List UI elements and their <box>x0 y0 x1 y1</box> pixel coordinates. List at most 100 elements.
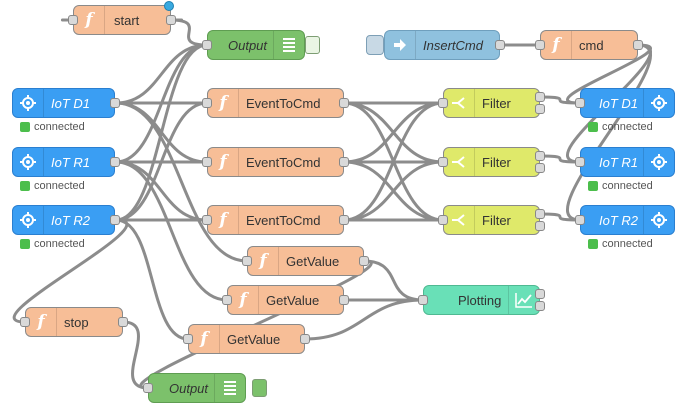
stop-node[interactable]: f stop <box>20 307 128 337</box>
wire[interactable] <box>539 212 581 222</box>
event1-input-port[interactable] <box>202 98 212 108</box>
output-top-input-port[interactable] <box>202 40 212 50</box>
iot-r2-in-output-port[interactable] <box>110 215 120 225</box>
status-connected-dot <box>588 181 598 191</box>
function-icon: f <box>74 6 105 34</box>
wire[interactable] <box>115 43 208 164</box>
iot-r2-in-node[interactable]: IoT R2 <box>12 205 120 235</box>
getvalue1-input-port[interactable] <box>242 256 252 266</box>
iot-d1-in-node[interactable]: IoT D1 <box>12 88 120 118</box>
iot-r2-out-input-port[interactable] <box>575 215 585 225</box>
getvalue3-input-port[interactable] <box>183 334 193 344</box>
stop-output-port[interactable] <box>118 317 128 327</box>
iot-r1-out-node[interactable]: IoT R1 <box>575 147 675 177</box>
wire[interactable] <box>12 218 129 324</box>
wire[interactable] <box>304 298 424 341</box>
function-icon: f <box>26 308 57 336</box>
event-to-cmd-node-1[interactable]: f EventToCmd <box>202 88 349 118</box>
filter2-output-port-2[interactable] <box>535 163 545 173</box>
switch-icon <box>444 89 475 117</box>
event2-output-port[interactable] <box>339 157 349 167</box>
filter1-output-port-1[interactable] <box>535 92 545 102</box>
wire[interactable] <box>122 320 149 390</box>
inject-arrow-icon <box>385 31 416 59</box>
filter3-input-port[interactable] <box>438 215 448 225</box>
start-input-port[interactable] <box>68 15 78 25</box>
cmd-function-node[interactable]: f cmd <box>535 30 643 60</box>
cmd-input-port[interactable] <box>535 40 545 50</box>
filter2-label: Filter <box>482 154 511 170</box>
wire[interactable] <box>363 259 424 302</box>
iot-r1-out-input-port[interactable] <box>575 157 585 167</box>
status-connected-dot <box>588 239 598 249</box>
output-bottom-input-port[interactable] <box>143 383 153 393</box>
wire[interactable] <box>115 218 189 341</box>
event2-input-port[interactable] <box>202 157 212 167</box>
output-top-toggle-button[interactable] <box>305 36 320 54</box>
filter1-input-port[interactable] <box>438 98 448 108</box>
inject-button[interactable] <box>366 35 384 55</box>
getvalue2-output-port[interactable] <box>339 295 349 305</box>
wire[interactable] <box>539 154 581 164</box>
stop-input-port[interactable] <box>20 317 30 327</box>
filter2-output-port-1[interactable] <box>535 151 545 161</box>
wire[interactable] <box>115 43 208 222</box>
getvalue2-input-port[interactable] <box>222 295 232 305</box>
get-value-node-2[interactable]: f GetValue <box>222 285 349 315</box>
plotting-label: Plotting <box>458 292 502 308</box>
event1-output-port[interactable] <box>339 98 349 108</box>
wire[interactable] <box>115 101 248 263</box>
event3-output-port[interactable] <box>339 215 349 225</box>
iot-d1-out-node[interactable]: IoT D1 <box>575 88 675 118</box>
iot-r1-in-node[interactable]: IoT R1 <box>12 147 120 177</box>
event-to-cmd-node-2[interactable]: f EventToCmd <box>202 147 349 177</box>
start-output-port[interactable] <box>166 15 176 25</box>
start-node[interactable]: f start <box>68 1 176 35</box>
insert-cmd-output-port[interactable] <box>495 40 505 50</box>
iot-d1-in-output-port[interactable] <box>110 98 120 108</box>
iot-r2-out-node[interactable]: IoT R2 <box>575 205 675 235</box>
output-debug-node-bottom[interactable]: Output <box>143 373 246 403</box>
iot-d1-out-input-port[interactable] <box>575 98 585 108</box>
status-text: connected <box>34 180 85 192</box>
get-value-node-1[interactable]: f GetValue <box>242 246 369 276</box>
plotting-chart-node[interactable]: Plotting <box>418 285 545 315</box>
cmd-output-port[interactable] <box>633 40 643 50</box>
getvalue1-output-port[interactable] <box>359 256 369 266</box>
iot-r1-in-label: IoT R1 <box>51 154 91 170</box>
plotting-output-port-2[interactable] <box>535 301 545 311</box>
getvalue3-output-port[interactable] <box>300 334 310 344</box>
iot-r1-in-output-port[interactable] <box>110 157 120 167</box>
wire[interactable] <box>343 101 444 164</box>
iot-r1-in-status: connected <box>20 180 85 192</box>
get-value-node-3[interactable]: f GetValue <box>183 324 310 354</box>
filter2-input-port[interactable] <box>438 157 448 167</box>
wire[interactable] <box>343 101 444 222</box>
event-to-cmd-node-3[interactable]: f EventToCmd <box>202 205 349 235</box>
debug-list-icon <box>214 374 245 402</box>
status-text: connected <box>602 180 653 192</box>
filter1-output-port-2[interactable] <box>535 104 545 114</box>
wire[interactable] <box>343 160 444 222</box>
wire[interactable] <box>115 101 208 222</box>
output-debug-node-top[interactable]: Output <box>202 30 305 60</box>
filter3-output-port-1[interactable] <box>535 209 545 219</box>
iot-d1-in-label: IoT D1 <box>51 95 91 111</box>
event3-input-port[interactable] <box>202 215 212 225</box>
output-bottom-toggle-button[interactable] <box>252 379 267 397</box>
plotting-input-port[interactable] <box>418 295 428 305</box>
filter-switch-node-3[interactable]: Filter <box>438 205 545 235</box>
status-text: connected <box>34 238 85 250</box>
wire[interactable] <box>565 43 653 222</box>
filter3-output-port-2[interactable] <box>535 221 545 231</box>
filter-switch-node-1[interactable]: Filter <box>438 88 545 118</box>
wire[interactable] <box>115 160 228 302</box>
filter-switch-node-2[interactable]: Filter <box>438 147 545 177</box>
iot-r2-out-status: connected <box>588 238 653 250</box>
start-node-label: start <box>114 12 140 28</box>
plotting-output-port-1[interactable] <box>535 289 545 299</box>
wire[interactable] <box>115 43 208 105</box>
insert-cmd-inject-node[interactable]: InsertCmd <box>366 30 505 60</box>
